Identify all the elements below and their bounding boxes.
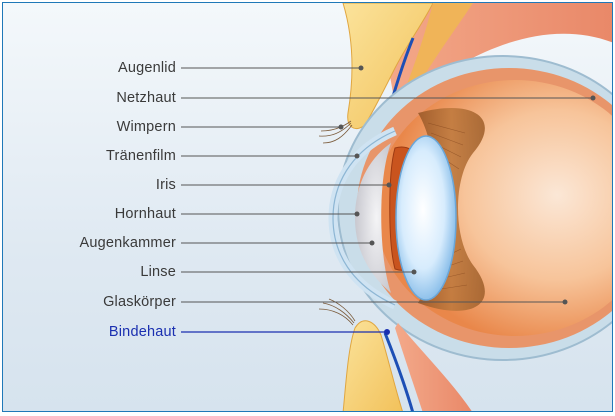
label-iris: Iris — [156, 177, 176, 193]
leader-dot-bindehaut — [384, 329, 390, 335]
label-augenlid: Augenlid — [118, 60, 176, 76]
eyelashes-lower — [319, 299, 355, 325]
lens-shape — [396, 136, 456, 300]
label-hornhaut: Hornhaut — [115, 206, 176, 222]
lower-eyelid-shape — [343, 321, 403, 412]
eye-illustration — [3, 3, 613, 412]
label-glaskoerper: Glaskörper — [103, 294, 176, 310]
label-bindehaut: Bindehaut — [109, 324, 176, 340]
label-traenenfilm: Tränenfilm — [106, 148, 176, 164]
eyelashes-upper — [319, 121, 352, 143]
label-augenkammer: Augenkammer — [80, 235, 177, 251]
label-wimpern: Wimpern — [117, 119, 176, 135]
eye-anatomy-diagram: Augenlid Netzhaut Wimpern Tränenfilm Iri… — [2, 2, 613, 412]
label-linse: Linse — [140, 264, 176, 280]
label-netzhaut: Netzhaut — [116, 90, 176, 106]
